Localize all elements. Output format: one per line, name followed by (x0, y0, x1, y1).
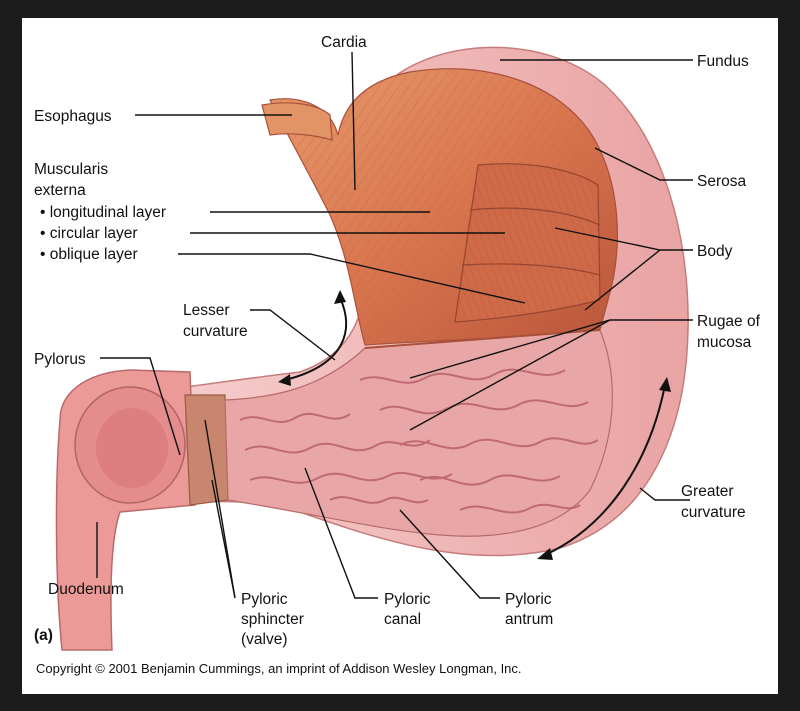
label-cardia: Cardia (321, 34, 367, 51)
label-greater-1: Greater (681, 483, 734, 500)
lesser-curvature-arrow (284, 297, 348, 381)
label-serosa: Serosa (697, 173, 746, 190)
label-esophagus: Esophagus (34, 108, 112, 125)
label-muscularis-1: Muscularis (34, 161, 108, 178)
label-antrum-1: Pyloric (505, 591, 552, 608)
label-fundus: Fundus (697, 53, 749, 70)
label-circular: • circular layer (40, 225, 138, 242)
label-lesser-2: curvature (183, 323, 248, 340)
curvature-arrows (278, 290, 671, 560)
label-sphincter-1: Pyloric (241, 591, 288, 608)
pyloric-sphincter (184, 394, 229, 506)
mucosa-rugae (224, 329, 613, 537)
leader-lines (96, 51, 693, 599)
label-pylorus: Pylorus (34, 351, 86, 368)
label-greater-2: curvature (681, 504, 746, 521)
panel-label: (a) (34, 627, 53, 644)
label-canal-2: canal (384, 611, 421, 628)
labels: Cardia Fundus Esophagus Muscularis exter… (34, 34, 761, 676)
esophagus-tube (261, 102, 333, 141)
label-sphincter-2: sphincter (241, 611, 304, 628)
label-lesser-1: Lesser (183, 302, 230, 319)
label-duodenum: Duodenum (48, 581, 124, 598)
label-muscularis-2: externa (34, 182, 86, 199)
stomach-illustration (55, 46, 689, 651)
label-antrum-2: antrum (505, 611, 553, 628)
label-rugae-1: Rugae of (697, 313, 761, 330)
label-oblique: • oblique layer (40, 246, 138, 263)
label-sphincter-3: (valve) (241, 631, 288, 648)
greater-curvature-arrow (544, 384, 666, 556)
label-longitudinal: • longitudinal layer (40, 204, 166, 221)
label-rugae-2: mucosa (697, 334, 752, 351)
rugae-folds (239, 368, 599, 514)
label-body: Body (697, 243, 733, 260)
label-canal-1: Pyloric (384, 591, 431, 608)
copyright-text: Copyright © 2001 Benjamin Cummings, an i… (36, 661, 522, 676)
